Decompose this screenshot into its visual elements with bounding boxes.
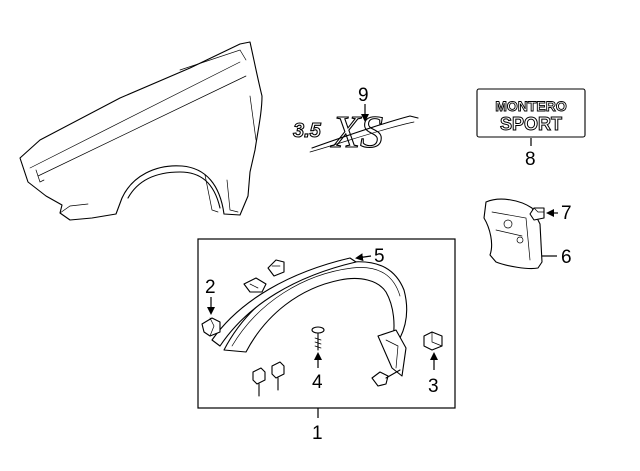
callout-9-label: 9 xyxy=(358,85,369,106)
callout-6-label: 6 xyxy=(561,247,572,268)
bolts xyxy=(252,361,285,397)
screw-4 xyxy=(311,326,325,351)
callout-3: 3 xyxy=(428,352,439,397)
callout-2: 2 xyxy=(205,277,216,315)
callout-5: 5 xyxy=(355,246,385,267)
callout-1-label: 1 xyxy=(312,423,323,444)
fender-panel xyxy=(19,41,263,221)
emblem-model-bottom-text: SPORT xyxy=(500,114,562,134)
callout-7-label: 7 xyxy=(561,203,572,224)
emblem-trim-text: XS xyxy=(330,106,383,157)
callout-5-label: 5 xyxy=(374,246,385,267)
callout-4-label: 4 xyxy=(312,372,323,393)
emblem-montero-sport: MONTERO SPORT xyxy=(476,88,586,138)
callout-8-label: 8 xyxy=(525,149,536,170)
emblem-plate xyxy=(476,88,586,138)
callout-3-label: 3 xyxy=(428,376,439,397)
callout-6: 6 xyxy=(542,247,572,268)
clip-7 xyxy=(529,207,545,221)
emblem-model-top-text: MONTERO xyxy=(495,98,567,114)
fender-flare xyxy=(223,261,408,377)
emblem-3-5-xs: 3.5 XS xyxy=(292,105,419,158)
clip-3 xyxy=(423,331,443,351)
callout-7: 7 xyxy=(546,203,572,224)
callout-8: 8 xyxy=(525,138,536,170)
callout-9: 9 xyxy=(358,85,369,122)
callout-4: 4 xyxy=(312,352,323,393)
emblem-engine-text: 3.5 xyxy=(293,120,322,142)
tapping-screw xyxy=(371,369,401,387)
moulding-strip xyxy=(211,257,357,347)
callout-1: 1 xyxy=(312,408,323,444)
kit-box xyxy=(197,238,456,409)
callout-2-label: 2 xyxy=(205,277,216,298)
retainer-clips xyxy=(243,259,285,293)
mud-flap xyxy=(483,198,543,270)
push-clip-2 xyxy=(201,317,221,337)
